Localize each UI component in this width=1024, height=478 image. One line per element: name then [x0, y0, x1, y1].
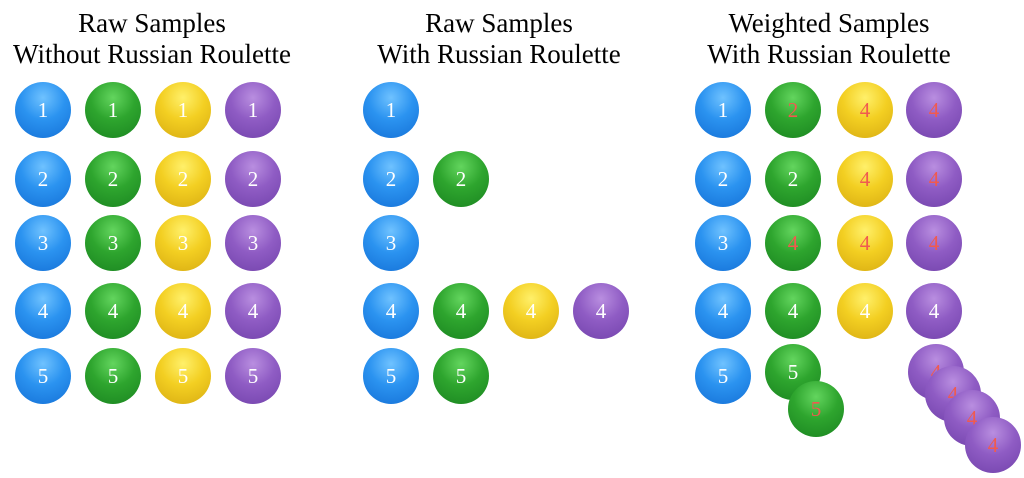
- sample-ball-purple: 4: [906, 283, 962, 339]
- sample-ball-yellow: 5: [155, 348, 211, 404]
- panel-title-line: Weighted Samples: [728, 8, 930, 38]
- sample-ball-blue: 5: [15, 348, 71, 404]
- sample-ball-blue: 2: [363, 151, 419, 207]
- sample-ball-purple: 4: [906, 151, 962, 207]
- panel-title-line: Raw Samples: [425, 8, 573, 38]
- panel-title-line: Raw Samples: [78, 8, 226, 38]
- sample-ball-green: 4: [765, 215, 821, 271]
- sample-ball-green: 2: [765, 151, 821, 207]
- sample-ball-yellow: 4: [837, 151, 893, 207]
- sample-ball-green: 4: [765, 283, 821, 339]
- sample-ball-yellow: 2: [155, 151, 211, 207]
- sample-ball-purple: 1: [225, 82, 281, 138]
- sample-ball-green: 5: [85, 348, 141, 404]
- sample-ball-green: 5: [433, 348, 489, 404]
- panel-title-line: With Russian Roulette: [707, 39, 951, 69]
- sample-ball-yellow: 4: [837, 82, 893, 138]
- sample-ball-blue: 1: [695, 82, 751, 138]
- sample-ball-blue: 2: [695, 151, 751, 207]
- sample-ball-yellow: 1: [155, 82, 211, 138]
- sample-ball-blue: 4: [15, 283, 71, 339]
- sample-ball-purple: 5: [225, 348, 281, 404]
- sample-ball-blue: 1: [363, 82, 419, 138]
- sample-ball-green: 1: [85, 82, 141, 138]
- sample-ball-yellow: 4: [155, 283, 211, 339]
- sample-ball-green: 5: [788, 381, 844, 437]
- sample-ball-blue: 3: [15, 215, 71, 271]
- sample-ball-purple: 4: [225, 283, 281, 339]
- sample-ball-purple: 2: [225, 151, 281, 207]
- sample-ball-green: 2: [433, 151, 489, 207]
- sample-ball-green: 2: [85, 151, 141, 207]
- sample-ball-blue: 5: [363, 348, 419, 404]
- sample-ball-purple: 4: [573, 283, 629, 339]
- sample-ball-purple: 4: [906, 215, 962, 271]
- sample-ball-green: 3: [85, 215, 141, 271]
- sample-ball-yellow: 3: [155, 215, 211, 271]
- panel-title-line: With Russian Roulette: [377, 39, 621, 69]
- sample-ball-green: 4: [433, 283, 489, 339]
- sample-ball-green: 2: [765, 82, 821, 138]
- sample-ball-blue: 3: [695, 215, 751, 271]
- sample-ball-blue: 5: [695, 348, 751, 404]
- panel-title-line: Without Russian Roulette: [13, 39, 291, 69]
- sample-ball-blue: 4: [695, 283, 751, 339]
- sample-ball-yellow: 4: [837, 215, 893, 271]
- sample-ball-purple: 3: [225, 215, 281, 271]
- sample-ball-yellow: 4: [503, 283, 559, 339]
- sample-ball-blue: 3: [363, 215, 419, 271]
- sample-ball-green: 4: [85, 283, 141, 339]
- sample-ball-purple: 4: [965, 417, 1021, 473]
- sample-ball-blue: 2: [15, 151, 71, 207]
- sample-ball-blue: 1: [15, 82, 71, 138]
- sample-ball-purple: 4: [906, 82, 962, 138]
- sample-ball-yellow: 4: [837, 283, 893, 339]
- sample-ball-blue: 4: [363, 283, 419, 339]
